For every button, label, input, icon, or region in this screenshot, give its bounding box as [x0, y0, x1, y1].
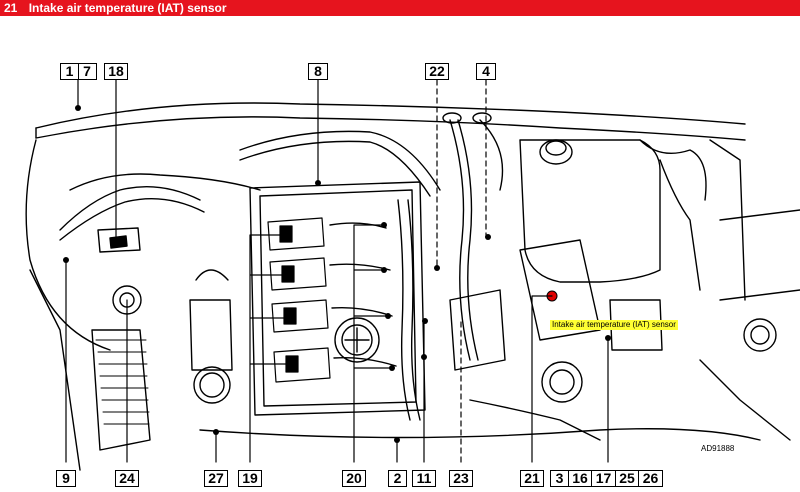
title-text: Intake air temperature (IAT) sensor [28, 1, 227, 15]
callout-19: 19 [238, 470, 262, 487]
callout-2: 2 [388, 470, 407, 487]
callout-label-25: 25 [614, 470, 640, 487]
callout-22: 22 [425, 63, 449, 80]
title-bar: 21 Intake air temperature (IAT) sensor [0, 0, 800, 16]
callout-1-7: 1 7 [60, 63, 97, 80]
callout-23: 23 [449, 470, 473, 487]
callout-21: 21 [520, 470, 544, 487]
callout-18: 18 [104, 63, 128, 80]
callout-3-16-17-25-26: 3 16 17 25 26 [550, 470, 663, 487]
engine-bay-drawing [25, 79, 800, 471]
figure-reference-code: AD91888 [701, 444, 735, 453]
callout-11: 11 [412, 470, 436, 487]
callout-20: 20 [342, 470, 366, 487]
callout-8: 8 [308, 63, 328, 80]
callout-27: 27 [204, 470, 228, 487]
title-number: 21 [4, 1, 18, 15]
iat-sensor-highlight-label: Intake air temperature (IAT) sensor [550, 320, 678, 330]
callout-label-1: 1 [60, 63, 79, 80]
callout-4: 4 [476, 63, 496, 80]
callout-label-17: 17 [591, 470, 616, 487]
callout-label-16: 16 [567, 470, 593, 487]
callout-label-7: 7 [77, 63, 97, 80]
callout-label-26: 26 [638, 470, 663, 487]
callout-9: 9 [56, 470, 76, 487]
callout-label-3: 3 [550, 470, 569, 487]
callout-24: 24 [115, 470, 139, 487]
